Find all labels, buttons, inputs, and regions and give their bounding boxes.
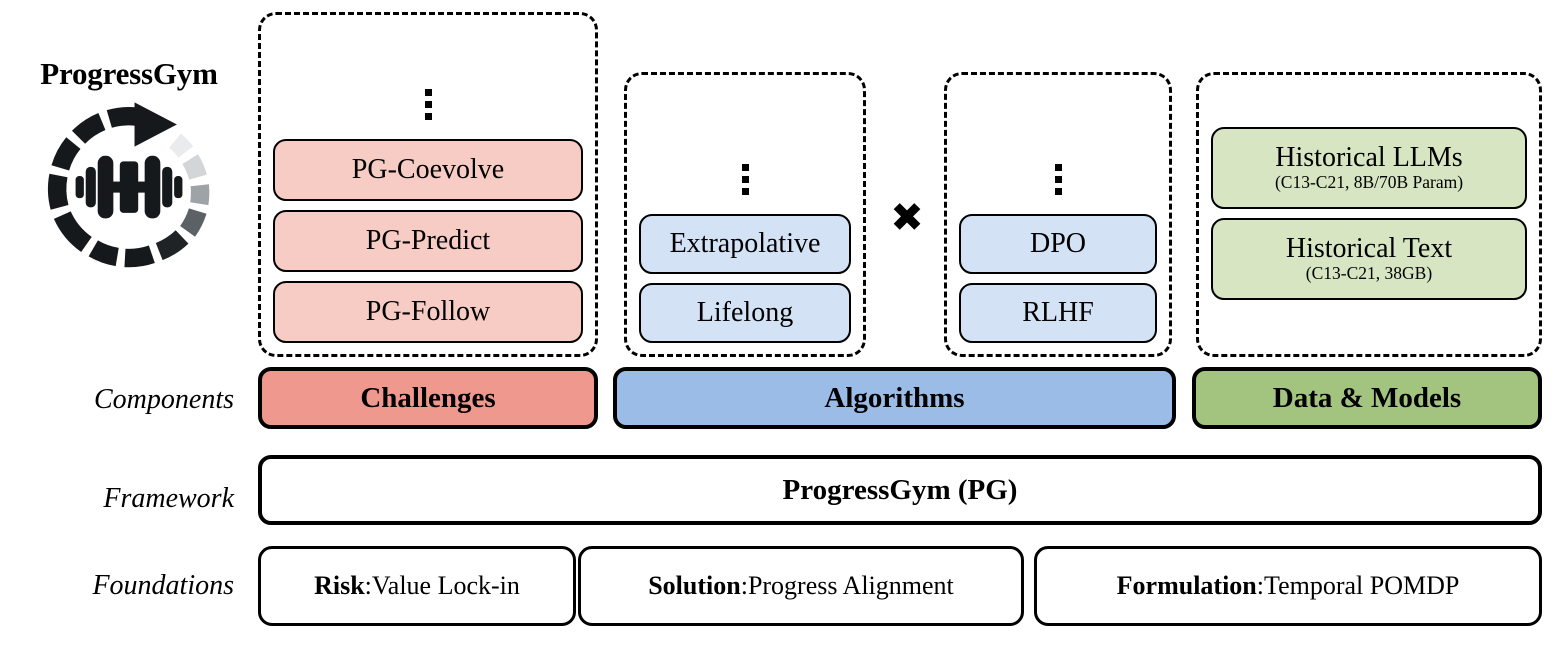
framework-label: ProgressGym (PG): [782, 473, 1018, 506]
circular-progress-arrow-dumbbell-logo-icon: [34, 95, 224, 270]
algorithm-chip-lifelong[interactable]: Lifelong: [639, 283, 851, 343]
data-chip-historical-text[interactable]: Historical Text (C13-C21, 38GB): [1211, 217, 1527, 300]
chip-title: PG-Predict: [365, 224, 491, 256]
chip-subtitle: (C13-C21, 38GB): [1305, 263, 1433, 284]
algorithm-method-group: DPO RLHF: [944, 72, 1172, 357]
brand-block: ProgressGym: [14, 58, 244, 270]
vertical-ellipsis-icon: [1054, 159, 1062, 200]
foundation-value: Progress Alignment: [747, 571, 954, 600]
chip-title: PG-Follow: [365, 295, 491, 327]
component-bar-challenges[interactable]: Challenges: [258, 367, 598, 429]
component-bar-label: Algorithms: [824, 381, 965, 414]
challenges-group: PG-Coevolve PG-Predict PG-Follow: [258, 12, 598, 357]
page-title: ProgressGym: [40, 56, 218, 91]
chip-title: RLHF: [1022, 296, 1094, 328]
foundation-key: Risk: [314, 571, 365, 600]
chip-title: Historical LLMs: [1275, 141, 1463, 173]
challenge-chip-coevolve[interactable]: PG-Coevolve: [273, 139, 583, 201]
row-label-framework: Framework: [103, 483, 234, 514]
algorithm-chip-extrapolative[interactable]: Extrapolative: [639, 214, 851, 274]
foundation-value: Temporal POMDP: [1264, 571, 1460, 600]
foundation-value: Value Lock-in: [371, 571, 520, 600]
foundation-separator: :: [364, 571, 372, 600]
foundation-separator: :: [1256, 571, 1264, 600]
challenge-chip-follow[interactable]: PG-Follow: [273, 281, 583, 343]
foundation-key: Formulation: [1116, 571, 1257, 600]
component-bar-label: Data & Models: [1272, 381, 1462, 414]
component-bar-algorithms[interactable]: Algorithms: [613, 367, 1176, 429]
algorithm-chip-dpo[interactable]: DPO: [959, 214, 1157, 274]
vertical-ellipsis-icon: [741, 159, 749, 200]
foundation-box-risk[interactable]: Risk: Value Lock-in: [258, 546, 576, 626]
multiply-icon: ✖: [890, 196, 924, 240]
chip-title: Lifelong: [696, 296, 794, 328]
framework-bar[interactable]: ProgressGym (PG): [258, 455, 1542, 525]
component-bar-label: Challenges: [360, 381, 496, 414]
chip-title: DPO: [1029, 227, 1086, 259]
chip-subtitle: (C13-C21, 8B/70B Param): [1274, 172, 1464, 193]
algorithm-paradigm-group: Extrapolative Lifelong: [624, 72, 866, 357]
chip-title: PG-Coevolve: [351, 153, 505, 185]
vertical-ellipsis-icon: [424, 84, 432, 125]
foundation-box-solution[interactable]: Solution: Progress Alignment: [578, 546, 1024, 626]
row-label-foundations: Foundations: [92, 570, 234, 601]
component-bar-data-models[interactable]: Data & Models: [1192, 367, 1542, 429]
chip-title: Extrapolative: [669, 227, 821, 259]
algorithm-chip-rlhf[interactable]: RLHF: [959, 283, 1157, 343]
foundation-key: Solution: [648, 571, 741, 600]
chip-title: Historical Text: [1285, 232, 1453, 264]
data-chip-historical-llms[interactable]: Historical LLMs (C13-C21, 8B/70B Param): [1211, 126, 1527, 209]
data-models-group: Historical LLMs (C13-C21, 8B/70B Param) …: [1196, 72, 1542, 357]
row-label-components: Components: [94, 384, 234, 415]
foundation-separator: :: [740, 571, 748, 600]
challenge-chip-predict[interactable]: PG-Predict: [273, 210, 583, 272]
foundation-box-formulation[interactable]: Formulation: Temporal POMDP: [1034, 546, 1542, 626]
